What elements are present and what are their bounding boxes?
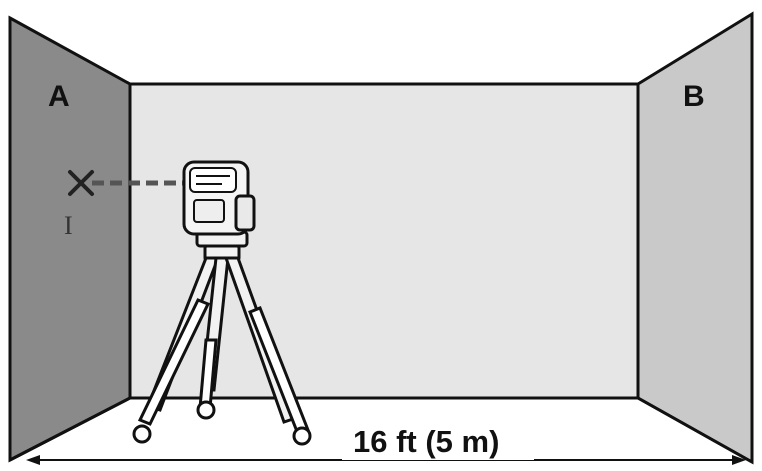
laser-cross-point-icon: [68, 170, 94, 196]
line-laser-level-icon: [182, 160, 256, 236]
distance-label: 16 ft (5 m): [353, 424, 499, 459]
tripod-icon: [132, 230, 312, 446]
floor-right-edge: [637, 396, 753, 464]
distance-label-background: [342, 424, 534, 460]
wall-b-label: B: [683, 80, 705, 113]
point-mark-label: I: [64, 211, 73, 240]
wall-a-label: A: [48, 80, 70, 113]
floor-left-edge: [9, 396, 131, 462]
